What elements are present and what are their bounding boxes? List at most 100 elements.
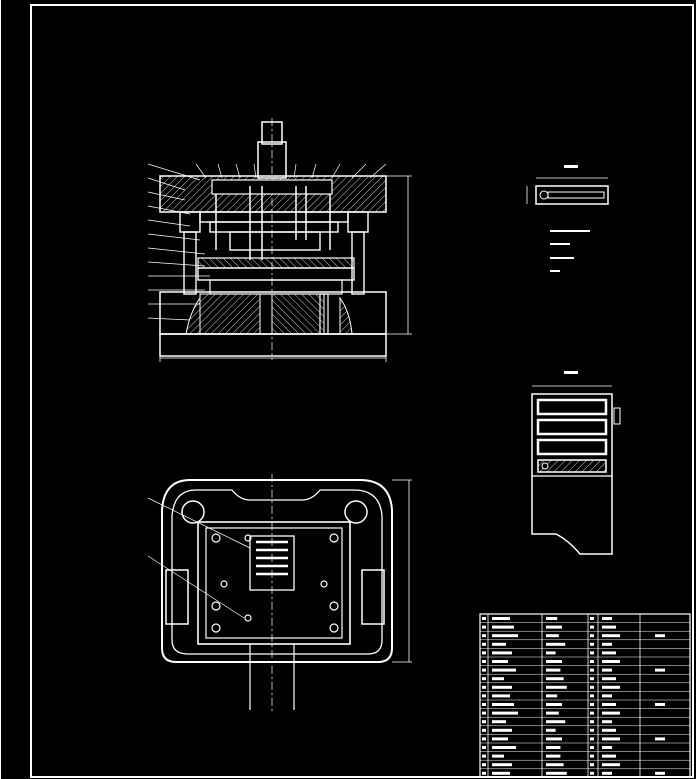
bom-cell-mark (546, 763, 564, 767)
bom-cell-mark (590, 754, 594, 758)
bom-cell-mark (655, 668, 665, 672)
bom-cell-mark (590, 728, 594, 732)
bom-cell-mark (602, 746, 612, 749)
bom-cell-mark (492, 634, 518, 638)
bom-cell-mark (590, 642, 594, 646)
bom-cell-mark (546, 711, 559, 715)
bom-cell-mark (602, 685, 620, 689)
bom-cell-mark (546, 625, 562, 629)
bom-cell-mark (546, 703, 562, 706)
bom-cell-mark (492, 694, 510, 698)
bom-cell-mark (602, 660, 620, 663)
bom-cell-mark (492, 660, 508, 663)
top-plan-view (147, 474, 412, 712)
bom-cell-mark (482, 711, 486, 715)
bom-cell-mark (492, 763, 512, 767)
bom-cell-mark (482, 660, 486, 663)
bom-cell-mark (602, 720, 612, 724)
bom-cell-mark (482, 634, 486, 638)
bom-cell-mark (590, 651, 594, 655)
bom-cell-mark (546, 651, 556, 655)
bom-cell-mark (546, 737, 562, 741)
bom-cell-mark (546, 728, 556, 732)
bom-cell-mark (546, 746, 561, 749)
bom-cell-mark (546, 771, 567, 775)
bom-cell-mark (602, 642, 612, 646)
bom-cell-mark (590, 703, 594, 706)
bom-cell-mark (602, 651, 616, 655)
bom-cell-mark (602, 711, 620, 715)
bom-cell-mark (590, 694, 594, 698)
bom-cell-mark (602, 737, 620, 741)
bom-cell-mark (492, 617, 510, 620)
bom-cell-mark (590, 763, 594, 767)
bom-cell-mark (590, 677, 594, 681)
bom-cell-mark (602, 703, 616, 706)
bom-cell-mark (602, 617, 612, 620)
bom-cell-mark (602, 668, 612, 672)
bom-cell-mark (482, 754, 486, 758)
bom-cell-mark (482, 728, 486, 732)
bom-cell-mark (546, 754, 561, 758)
bom-cell-mark (546, 685, 567, 689)
bom-cell-mark (492, 737, 508, 741)
bom-cell-mark (655, 703, 665, 706)
bom-cell-mark (492, 746, 516, 749)
bom-cell-mark (482, 763, 486, 767)
bom-cell-mark (590, 634, 594, 638)
bom-cell-mark (590, 625, 594, 629)
bom-cell-mark (492, 720, 506, 724)
bom-cell-mark (546, 617, 558, 620)
bom-cell-mark (482, 677, 486, 681)
bom-cell-mark (492, 771, 510, 775)
bom-cell-mark (492, 685, 512, 689)
front-section-view (147, 118, 412, 362)
bom-cell-mark (492, 642, 506, 646)
bom-cell-mark (590, 685, 594, 689)
bom-cell-mark (482, 685, 486, 689)
strip-layout-view (531, 371, 621, 555)
bom-cell-mark (602, 728, 616, 732)
bom-cell-mark (655, 634, 665, 638)
bom-cell-mark (546, 668, 561, 672)
bom-cell-mark (482, 642, 486, 646)
bom-cell-mark (590, 660, 594, 663)
bom-cell-mark (482, 737, 486, 741)
bom-cell-mark (602, 694, 612, 698)
bom-cell-mark (602, 771, 612, 775)
bom-cell-mark (492, 668, 516, 672)
bom-cell-mark (655, 737, 665, 741)
bom-table (479, 613, 691, 778)
part-blank-view (526, 165, 609, 272)
bom-cell-mark (590, 737, 594, 741)
bom-cell-mark (482, 771, 486, 775)
bom-cell-mark (546, 634, 559, 638)
bom-cell-mark (492, 711, 518, 715)
bom-cell-mark (482, 703, 486, 706)
bom-cell-mark (590, 746, 594, 749)
bom-cell-mark (482, 694, 486, 698)
bom-cell-mark (492, 703, 514, 706)
bom-cell-mark (492, 625, 514, 629)
bom-cell-mark (546, 694, 558, 698)
bom-cell-mark (602, 625, 616, 629)
bom-cell-mark (482, 625, 486, 629)
bom-cell-mark (482, 746, 486, 749)
bom-cell-mark (492, 651, 512, 655)
bom-cell-mark (590, 668, 594, 672)
bom-cell-mark (482, 720, 486, 724)
bom-cell-mark (590, 771, 594, 775)
bom-cell-mark (546, 660, 562, 663)
bom-cell-mark (602, 677, 616, 681)
bom-cell-mark (602, 634, 620, 638)
bom-cell-mark (492, 677, 504, 681)
bom-cell-mark (492, 728, 512, 732)
bom-cell-mark (492, 754, 504, 758)
bom-cell-mark (590, 711, 594, 715)
bom-cell-mark (590, 720, 594, 724)
bom-cell-mark (590, 617, 594, 620)
bom-cell-mark (602, 763, 620, 767)
bom-cell-mark (546, 642, 566, 646)
